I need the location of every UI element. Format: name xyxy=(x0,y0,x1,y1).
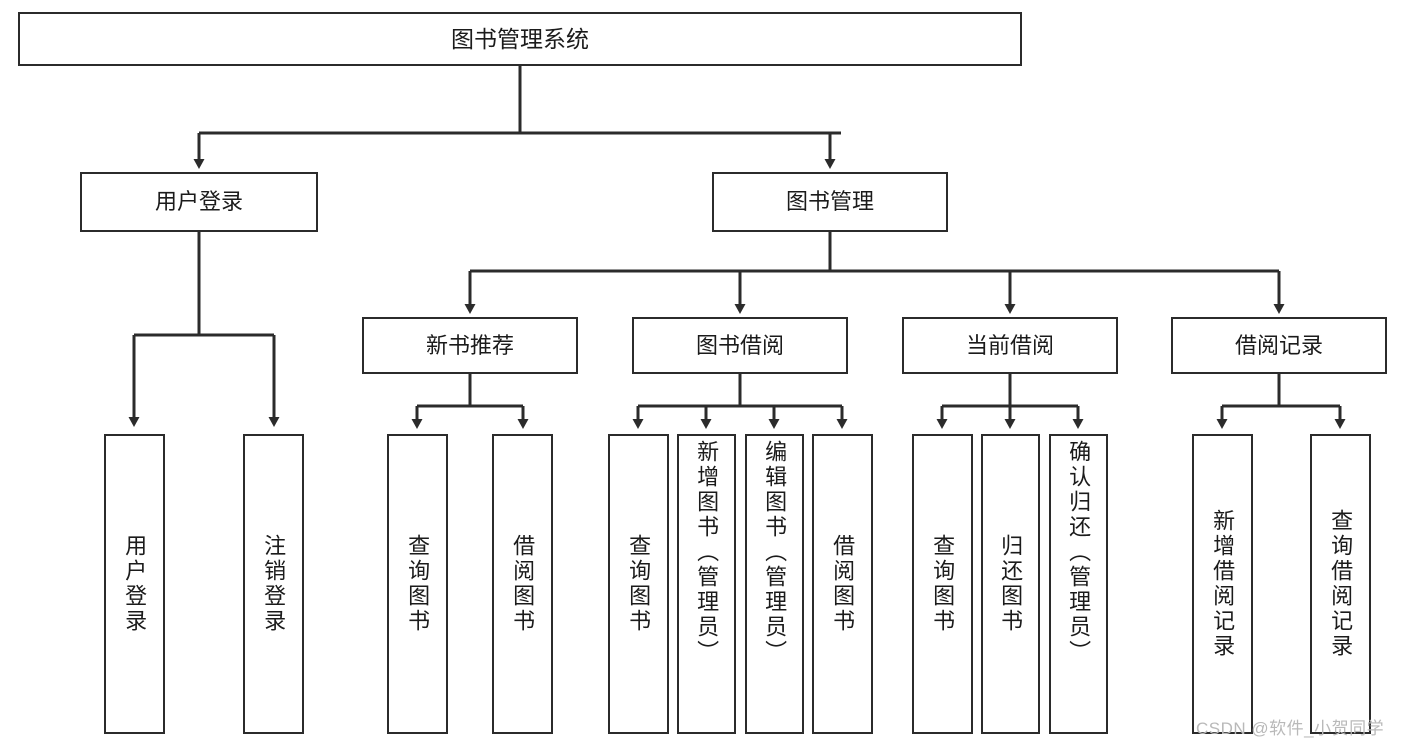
node-leaf-edit-book[interactable]: 编辑图书（管理员） xyxy=(745,434,804,734)
node-leaf-query-book-2[interactable]: 查询图书 xyxy=(608,434,669,734)
node-label: 新增图书（管理员） xyxy=(694,440,720,665)
node-borrow-record[interactable]: 借阅记录 xyxy=(1171,317,1387,374)
node-label: 查询图书 xyxy=(626,534,652,634)
node-label: 新书推荐 xyxy=(425,332,514,358)
node-current-borrow[interactable]: 当前借阅 xyxy=(902,317,1118,374)
node-label: 确认归还（管理员） xyxy=(1066,440,1092,665)
node-label: 归还图书 xyxy=(998,534,1024,634)
node-new-book-recommend[interactable]: 新书推荐 xyxy=(362,317,578,374)
node-label: 查询借阅记录 xyxy=(1328,509,1354,659)
node-label: 借阅图书 xyxy=(830,534,856,634)
node-leaf-add-borrow-record[interactable]: 新增借阅记录 xyxy=(1192,434,1253,734)
node-book-borrow[interactable]: 图书借阅 xyxy=(632,317,848,374)
node-leaf-query-book-3[interactable]: 查询图书 xyxy=(912,434,973,734)
node-leaf-user-login[interactable]: 用户登录 xyxy=(104,434,165,734)
node-label: 编辑图书（管理员） xyxy=(762,440,788,665)
node-book-manage[interactable]: 图书管理 xyxy=(712,172,948,232)
node-label: 图书管理系统 xyxy=(451,25,589,52)
node-label: 查询图书 xyxy=(930,534,956,634)
node-label: 查询图书 xyxy=(405,534,431,634)
node-label: 新增借阅记录 xyxy=(1210,509,1236,659)
node-book-management-system[interactable]: 图书管理系统 xyxy=(18,12,1022,66)
node-leaf-return-book[interactable]: 归还图书 xyxy=(981,434,1040,734)
node-leaf-add-book[interactable]: 新增图书（管理员） xyxy=(677,434,736,734)
node-leaf-borrow-book-1[interactable]: 借阅图书 xyxy=(492,434,553,734)
node-label: 当前借阅 xyxy=(965,332,1054,358)
node-label: 借阅图书 xyxy=(510,534,536,634)
node-label: 图书管理 xyxy=(785,189,874,215)
node-user-login[interactable]: 用户登录 xyxy=(80,172,318,232)
node-leaf-confirm-return[interactable]: 确认归还（管理员） xyxy=(1049,434,1108,734)
node-label: 用户登录 xyxy=(122,534,148,634)
csdn-watermark: CSDN @软件_小贺同学 xyxy=(1196,719,1385,738)
node-leaf-borrow-book-2[interactable]: 借阅图书 xyxy=(812,434,873,734)
node-leaf-query-borrow-record[interactable]: 查询借阅记录 xyxy=(1310,434,1371,734)
node-leaf-logout-login[interactable]: 注销登录 xyxy=(243,434,304,734)
node-label: 借阅记录 xyxy=(1234,332,1323,358)
node-label: 用户登录 xyxy=(154,189,243,215)
node-leaf-query-book-1[interactable]: 查询图书 xyxy=(387,434,448,734)
node-label: 图书借阅 xyxy=(695,332,784,358)
node-label: 注销登录 xyxy=(261,534,287,634)
